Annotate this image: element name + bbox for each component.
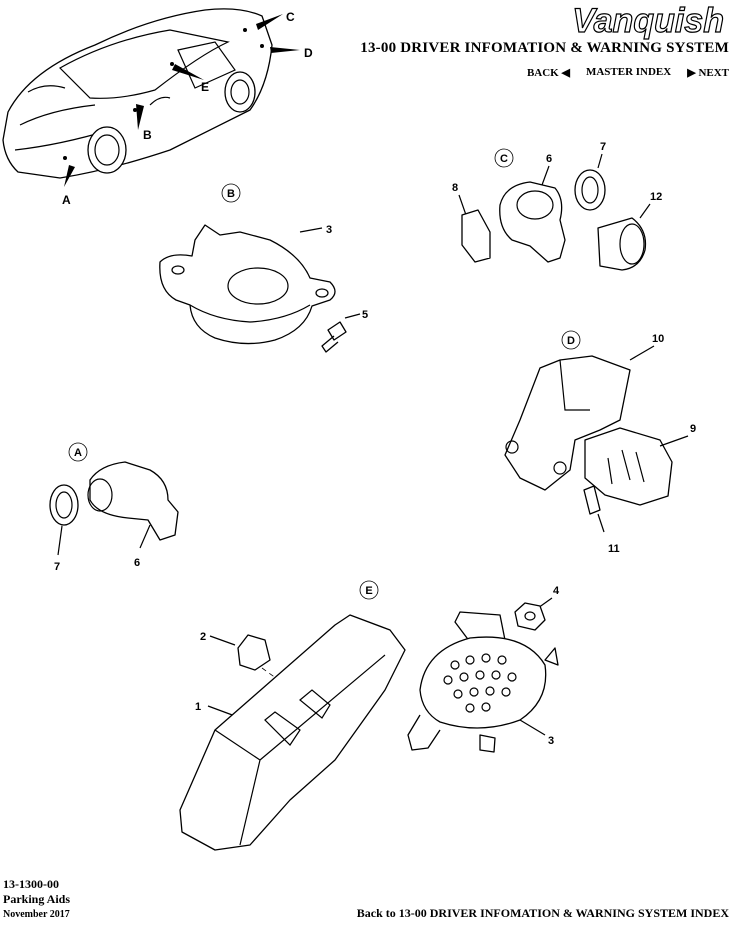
group-b-part-3: 3 xyxy=(326,224,332,236)
master-index-link[interactable]: MASTER INDEX xyxy=(585,66,672,78)
group-c-part-6: 6 xyxy=(546,153,552,165)
group-e-part-4: 4 xyxy=(553,585,560,597)
group-d: D 10 9 11 xyxy=(504,330,696,555)
next-link[interactable]: ▶ NEXT xyxy=(687,66,729,79)
locator-d: D xyxy=(304,46,313,60)
vanquish-logo: Vanquish xyxy=(572,2,725,40)
group-a: A 7 6 xyxy=(49,442,179,573)
group-a-part-7: 7 xyxy=(54,561,60,573)
locator-a: A xyxy=(62,193,71,207)
brand-wordmark: Vanquish xyxy=(572,2,724,40)
navigation-bar: BACK ◀ MASTER INDEX ▶ NEXT xyxy=(527,66,729,79)
group-e-part-3: 3 xyxy=(548,735,554,747)
document-info: 13-1300-00 Parking Aids November 2017 xyxy=(3,877,70,922)
group-e-part-2: 2 xyxy=(200,631,206,643)
group-a-part-6: 6 xyxy=(134,557,140,569)
doc-number: 13-1300-00 xyxy=(3,877,59,891)
back-label: BACK xyxy=(526,67,559,79)
back-to-index-link[interactable]: Back to 13-00 DRIVER INFOMATION & WARNIN… xyxy=(356,906,729,920)
group-d-label: D xyxy=(567,335,575,347)
page-title: 13-00 DRIVER INFOMATION & WARNING SYSTEM xyxy=(360,40,729,56)
locator-c: C xyxy=(286,10,295,24)
group-d-part-9: 9 xyxy=(690,423,696,435)
locator-e: E xyxy=(201,80,209,94)
group-b: B 3 5 xyxy=(159,183,368,353)
group-e: E 2 1 4 3 xyxy=(179,580,560,851)
group-d-part-10: 10 xyxy=(652,333,664,345)
group-b-label: B xyxy=(227,188,235,200)
next-arrow-icon: ▶ xyxy=(687,67,696,79)
back-link[interactable]: BACK ◀ xyxy=(527,66,570,79)
group-c: C 8 6 7 12 xyxy=(452,141,662,271)
group-c-label: C xyxy=(500,153,508,165)
group-a-label: A xyxy=(74,447,82,459)
group-c-part-12: 12 xyxy=(650,191,662,203)
group-b-part-5: 5 xyxy=(362,309,368,321)
locator-b: B xyxy=(143,128,152,142)
group-e-label: E xyxy=(365,585,372,597)
group-c-part-7: 7 xyxy=(600,141,606,153)
group-c-part-8: 8 xyxy=(452,182,458,194)
car-overview: A B C D E xyxy=(2,8,313,207)
parking-aids-diagram: A B C D E B 3 5 C 8 6 7 12 xyxy=(2,8,696,851)
next-label: NEXT xyxy=(698,67,729,79)
doc-date: November 2017 xyxy=(3,909,70,920)
sounder-grille xyxy=(443,653,517,713)
group-d-part-11: 11 xyxy=(608,543,620,555)
group-e-part-1: 1 xyxy=(195,701,201,713)
doc-title: Parking Aids xyxy=(3,892,71,906)
back-arrow-icon: ◀ xyxy=(561,67,570,79)
